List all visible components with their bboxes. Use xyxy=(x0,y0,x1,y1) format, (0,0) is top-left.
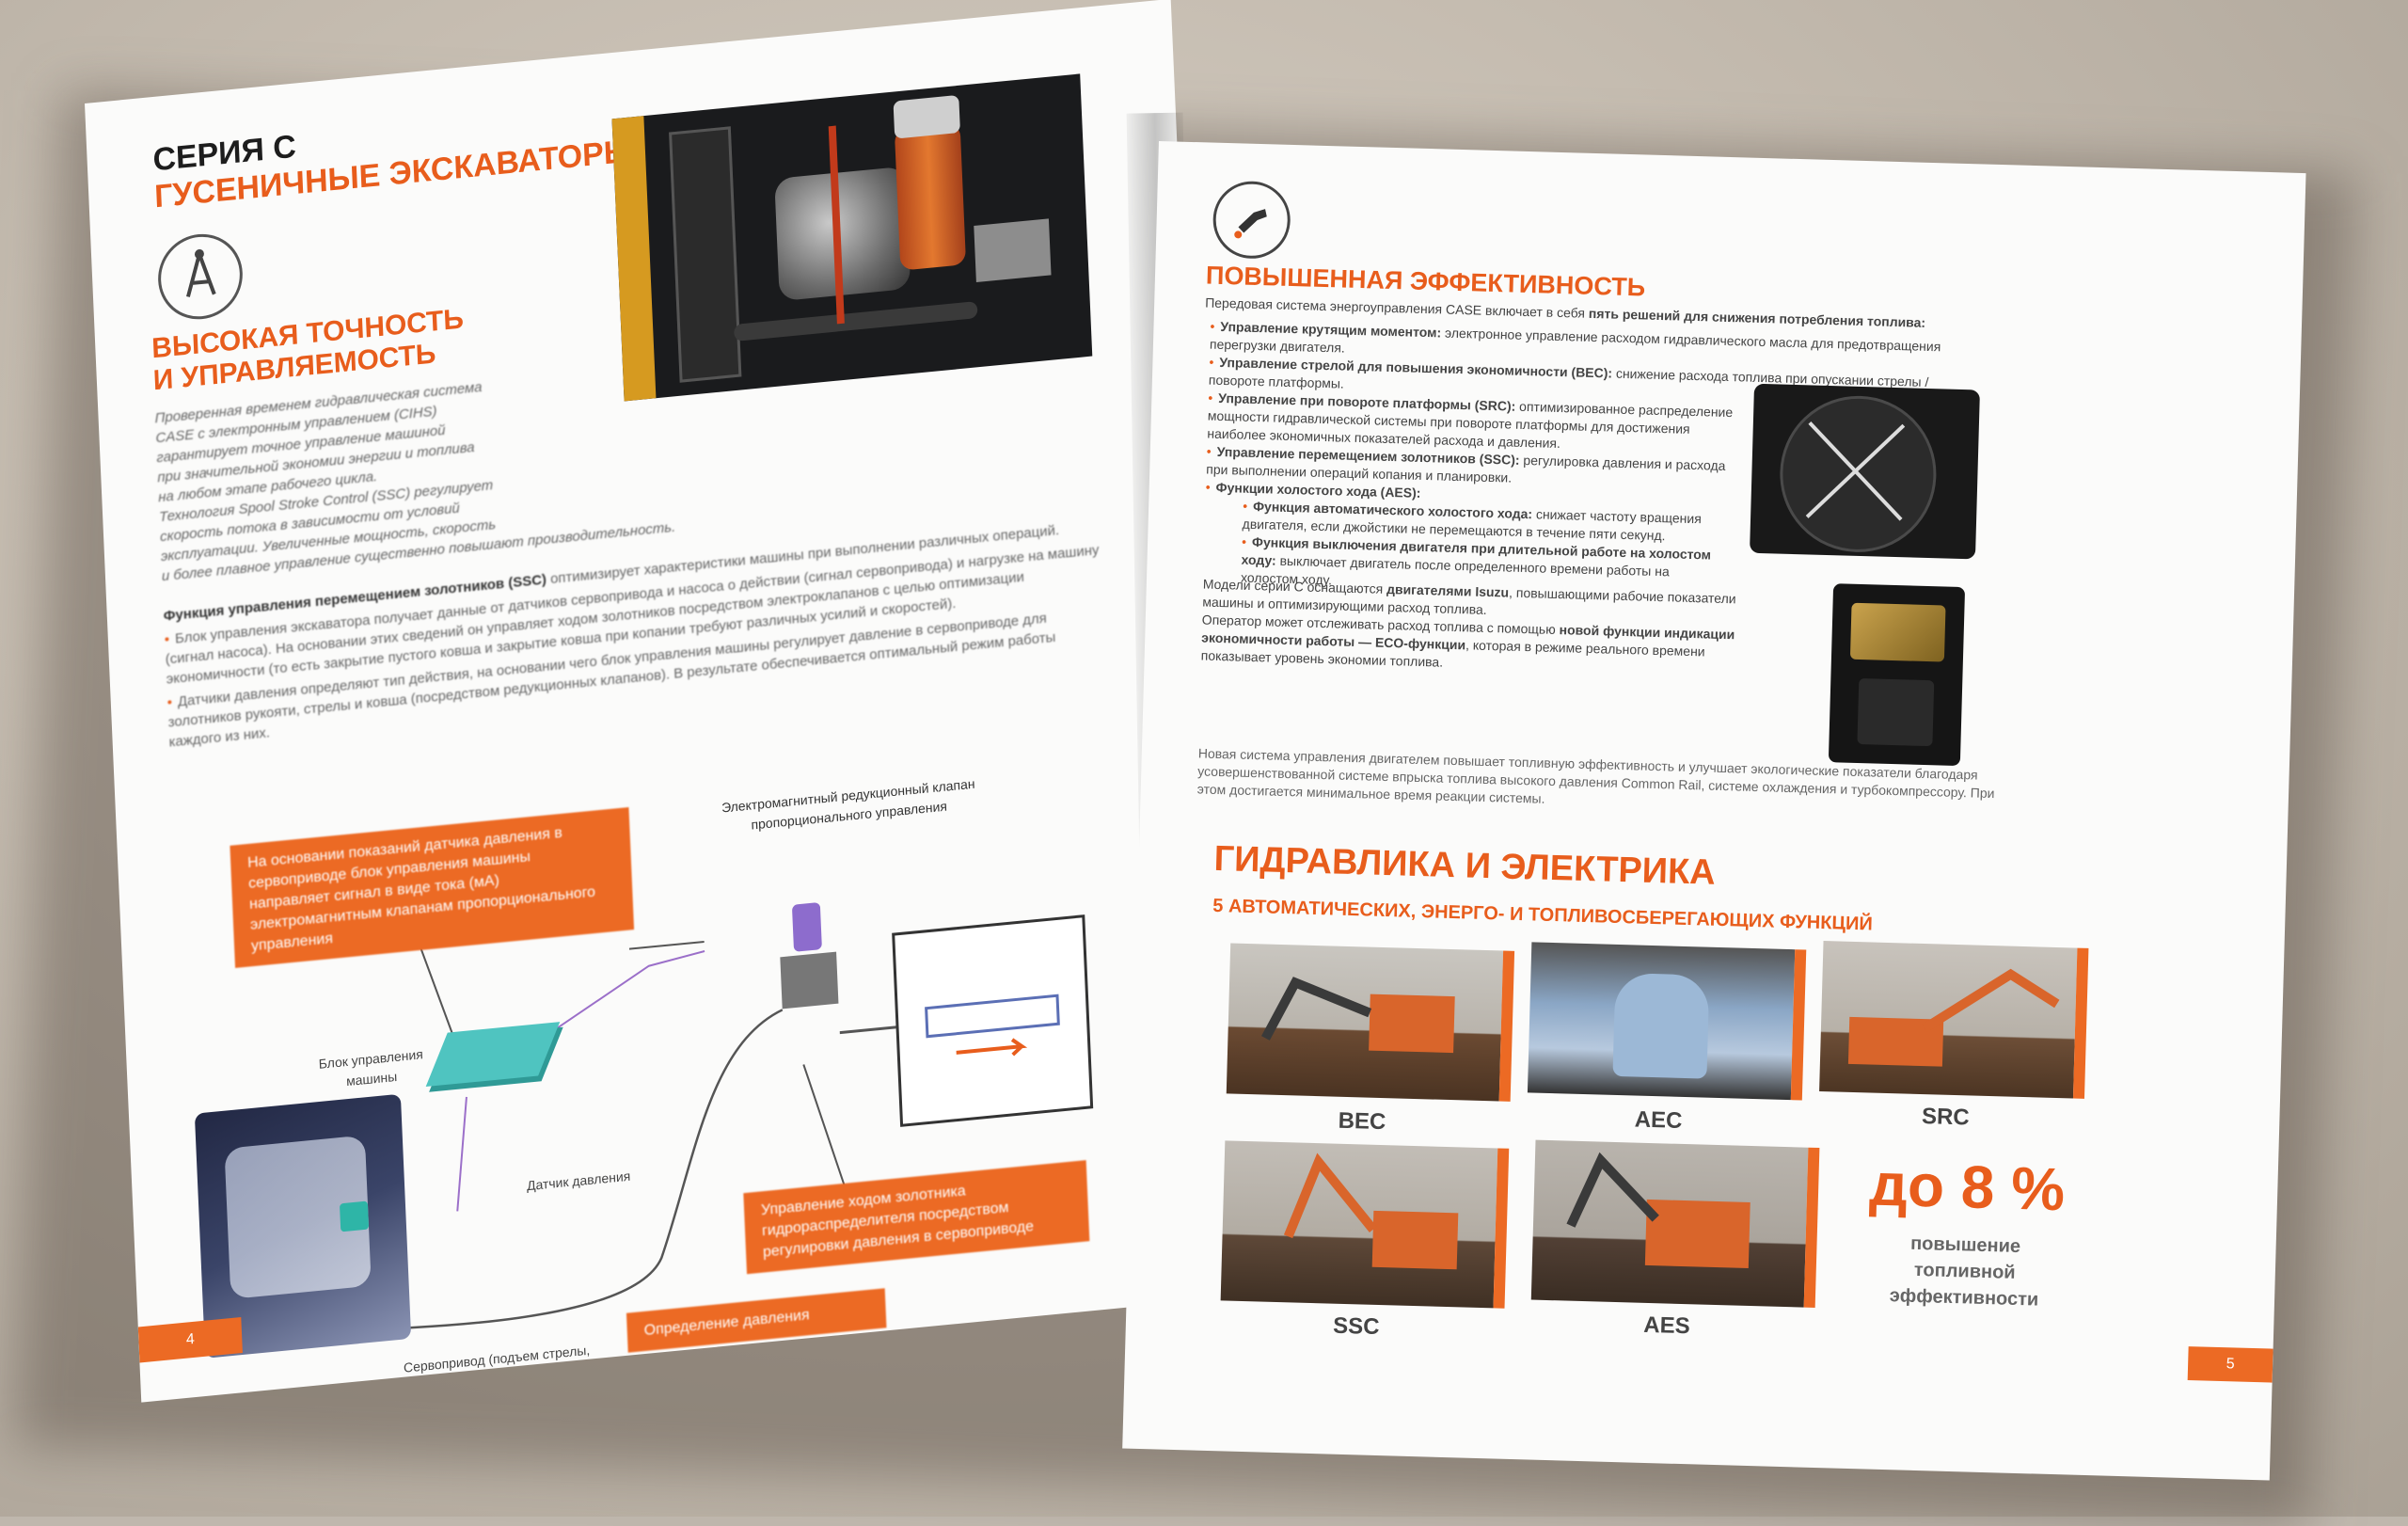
isuzu-text-part: Модели серии С оснащаются xyxy=(1203,576,1387,596)
efficiency-intro-bold: пять решений для снижения потребления то… xyxy=(1589,306,1926,330)
caption-aec: AEC xyxy=(1527,1104,1791,1137)
hydraulics-title: ГИДРАВЛИКА И ЭЛЕКТРИКА xyxy=(1213,839,1716,894)
hydraulics-subtitle: 5 АВТОМАТИЧЕСКИХ, ЭНЕРГО- И ТОПЛИВОСБЕРЕ… xyxy=(1212,896,1873,936)
caliper-icon xyxy=(156,230,245,324)
fuel-nozzle-icon xyxy=(1212,181,1291,260)
percent-caption: повышение топливной эффективности xyxy=(1842,1229,2088,1314)
photo-bec xyxy=(1227,943,1514,1101)
photo-aec xyxy=(1528,942,1806,1100)
switch-panel-photo xyxy=(1750,384,1980,560)
photo-aes xyxy=(1531,1140,1820,1308)
right-page: ПОВЫШЕННАЯ ЭФФЕКТИВНОСТЬ Передовая систе… xyxy=(1122,141,2305,1481)
ssc-diagram: На основании показаний датчика давления … xyxy=(116,714,1228,1402)
spool-box xyxy=(892,914,1093,1127)
page-number-right: 5 xyxy=(2188,1346,2273,1382)
caption-bec: BEC xyxy=(1226,1105,1499,1138)
left-header: СЕРИЯ С ГУСЕНИЧНЫЕ ЭКСКАВАТОРЫ xyxy=(152,96,636,215)
left-page: СЕРИЯ С ГУСЕНИЧНЫЕ ЭКСКАВАТОРЫ ВЫСОКАЯ Т… xyxy=(85,0,1228,1403)
caption-ssc: SSC xyxy=(1220,1310,1494,1343)
percent-value: до 8 % xyxy=(1844,1149,2090,1225)
photo-ssc xyxy=(1221,1140,1510,1308)
percent-caption-line: эффективности xyxy=(1842,1281,2087,1314)
monitor-photo xyxy=(1829,583,1965,766)
isuzu-text: Модели серии С оснащаются двигателями Is… xyxy=(1200,575,1766,680)
solenoid-valve xyxy=(778,901,839,1010)
engine-photo xyxy=(611,73,1092,401)
caption-aes: AES xyxy=(1530,1310,1804,1343)
isuzu-text-bold: двигателями Isuzu xyxy=(1386,581,1509,600)
photo-src xyxy=(1819,941,2088,1099)
caption-src: SRC xyxy=(1818,1101,2073,1135)
